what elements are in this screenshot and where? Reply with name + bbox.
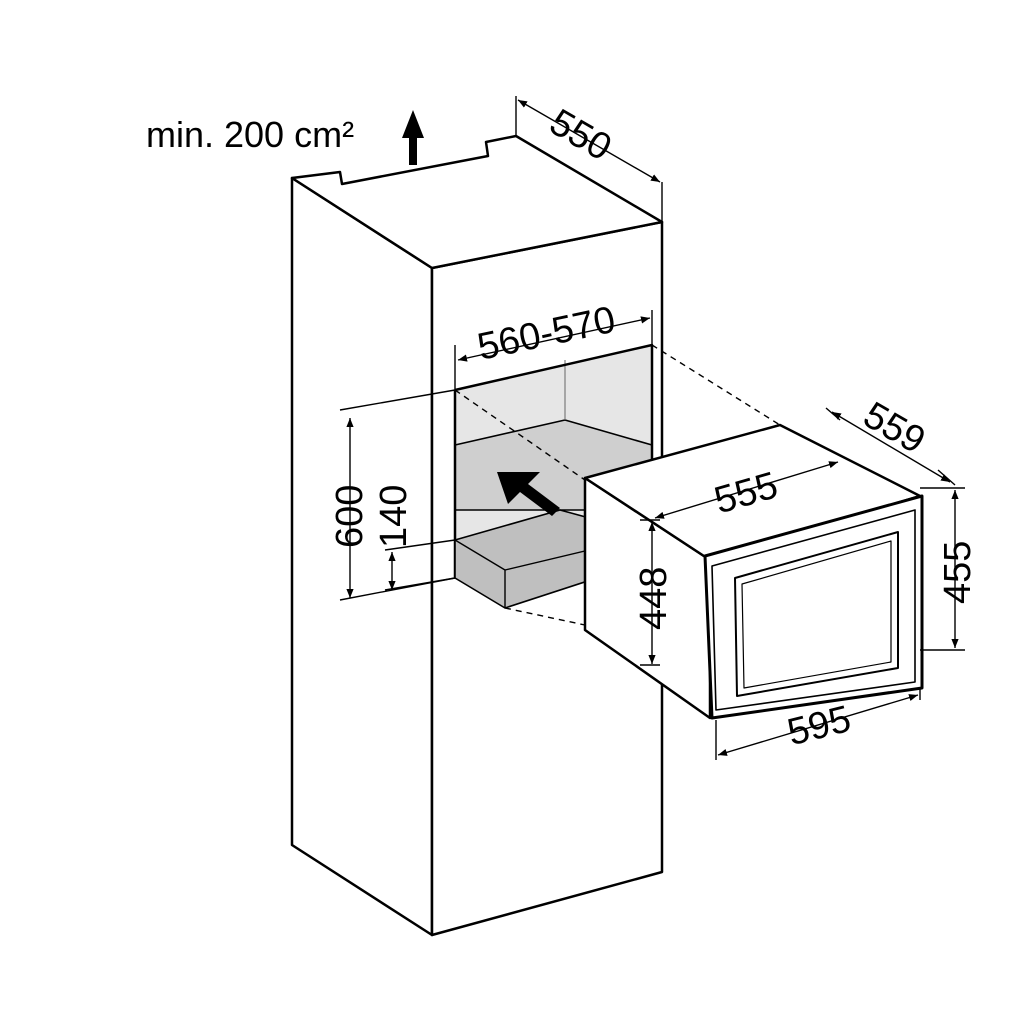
dim-line-front-width — [717, 694, 919, 756]
dimension-lines — [339, 96, 965, 760]
label-lower-gap: 140 — [373, 485, 415, 548]
appliance-door — [734, 531, 899, 697]
dim-line-appliance-depth — [831, 411, 951, 483]
vent-label: min. 200 cm² — [146, 114, 354, 155]
dim-line-cabinet-depth — [517, 99, 661, 183]
dim-line-body-width — [654, 461, 839, 519]
label-niche-height: 600 — [329, 485, 371, 548]
cabinet-side — [290, 176, 434, 937]
vent-arrow-icon — [402, 110, 424, 165]
insert-arrow-icon — [497, 472, 560, 516]
dim-line-niche-width — [457, 316, 651, 362]
label-front-height: 455 — [937, 541, 979, 604]
label-appliance-depth: 559 — [856, 394, 932, 462]
label-body-height: 448 — [633, 567, 675, 630]
